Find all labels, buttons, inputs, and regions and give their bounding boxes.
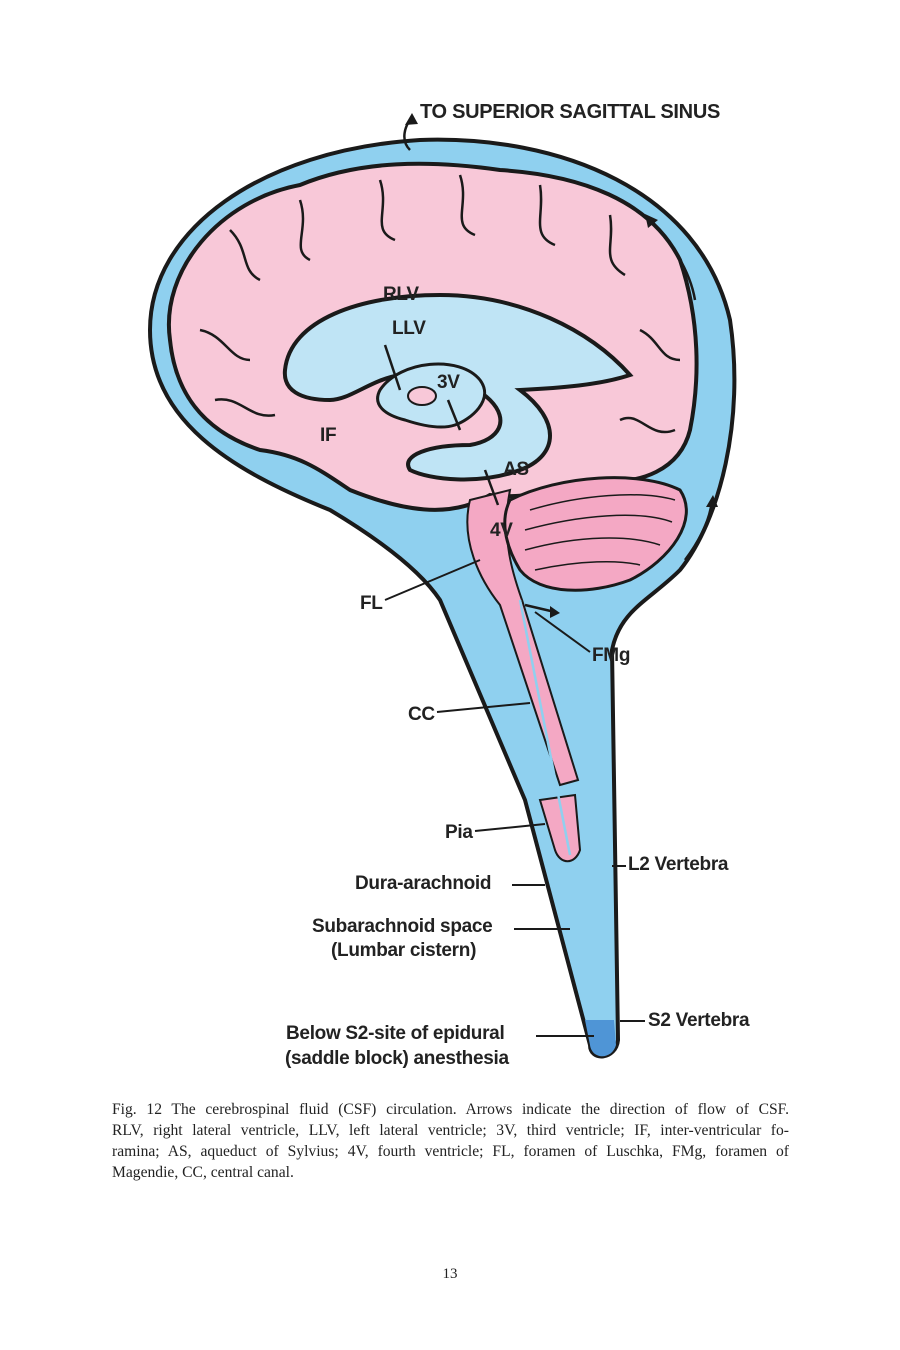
gyri-lines	[199, 174, 681, 434]
cerebellum	[503, 476, 688, 592]
label-l2-vertebra: L2 Vertebra	[628, 854, 729, 875]
label-fl: FL	[360, 593, 383, 614]
label-s2-vertebra: S2 Vertebra	[648, 1010, 750, 1031]
arrow-heads	[405, 113, 718, 618]
massa-intermedia	[407, 386, 437, 406]
label-rlv: RLV	[383, 284, 419, 305]
label-4v: 4V	[490, 520, 513, 541]
lumbar-sac-dark	[585, 1020, 616, 1057]
page-number: 13	[442, 1266, 458, 1282]
label-fmg: FMg	[592, 645, 631, 666]
label-pia: Pia	[445, 822, 473, 843]
cerebellum-folia	[524, 494, 676, 571]
label-as: AS	[503, 459, 529, 480]
figure-caption: Fig. 12 The cerebrospinal fluid (CSF) ci…	[112, 1099, 789, 1183]
label-llv: LLV	[392, 318, 426, 339]
caption-line: Magendie, CC, central canal.	[112, 1164, 294, 1181]
central-canal	[518, 599, 572, 856]
caption-line: Fig. 12 The cerebrospinal fluid (CSF) ci…	[112, 1101, 789, 1118]
caption-line: ramina; AS, aqueduct of Sylvius; 4V, fou…	[112, 1143, 789, 1160]
label-3v: 3V	[437, 372, 460, 393]
label-if: IF	[320, 425, 337, 446]
label-cc: CC	[408, 704, 435, 725]
conus	[538, 793, 582, 863]
label-dura-arachnoid: Dura-arachnoid	[355, 873, 492, 894]
label-subarachnoid-space: Subarachnoid space	[312, 916, 493, 937]
label-sagittal-sinus: TO SUPERIOR SAGITTAL SINUS	[420, 101, 721, 123]
label-saddle-block: (saddle block) anesthesia	[285, 1048, 509, 1069]
label-epidural-site: Below S2-site of epidural	[286, 1023, 505, 1044]
label-lumbar-cistern: (Lumbar cistern)	[331, 940, 477, 961]
leader-lines	[384, 559, 645, 1037]
csf-circulation-diagram	[147, 113, 737, 1059]
caption-line: RLV, right lateral ventricle, LLV, left …	[112, 1122, 789, 1139]
